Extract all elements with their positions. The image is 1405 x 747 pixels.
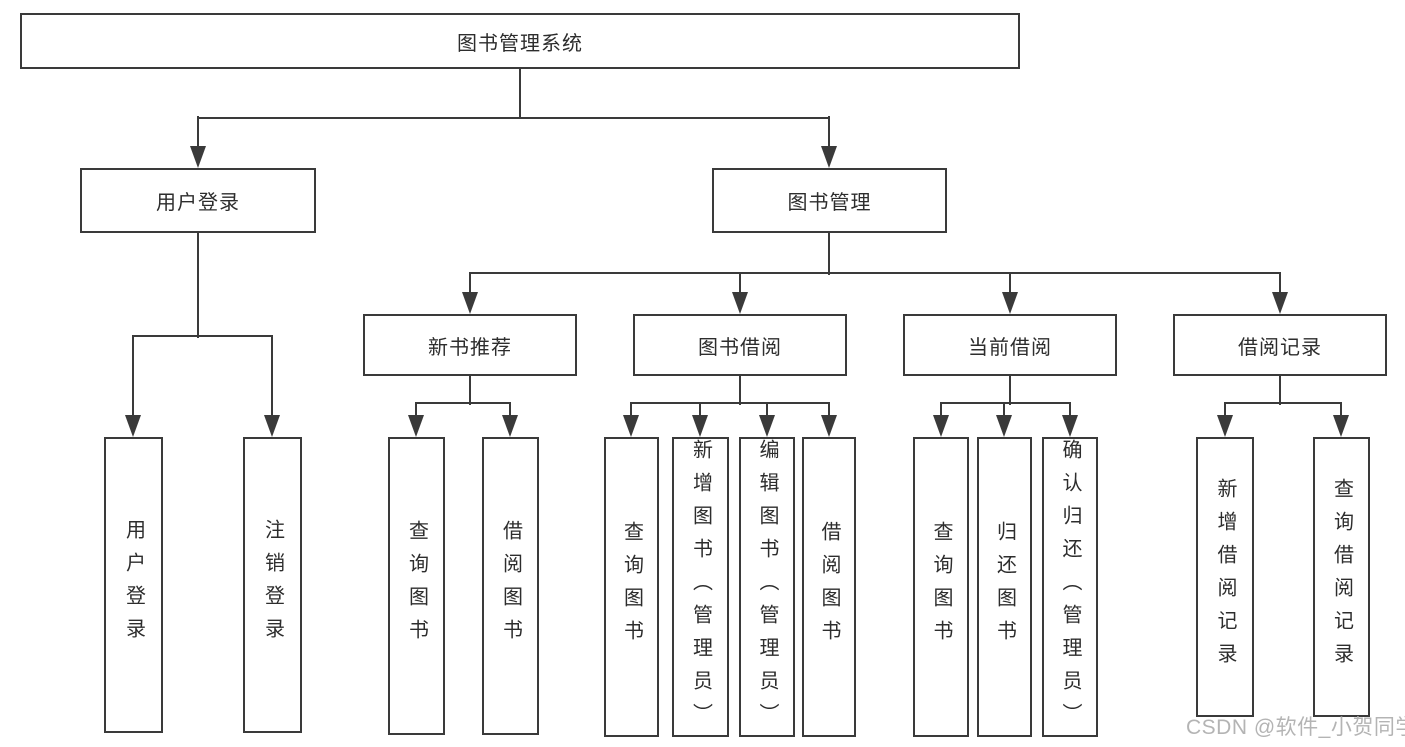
node-user-login: 用户登录 xyxy=(80,168,316,233)
node-root: 图书管理系统 xyxy=(20,13,1020,69)
node-leaf-cb-query-books: 查询图书 xyxy=(913,437,969,737)
arrowhead-icon xyxy=(996,415,1012,437)
node-leaf-user-login-label: 用户登录 xyxy=(122,519,145,651)
edge-new-book-rec-to-children xyxy=(415,375,511,419)
watermark-text: CSDN @软件_小贺同学 xyxy=(1186,716,1405,739)
node-leaf-bb-borrow-books-label: 借阅图书 xyxy=(818,521,840,653)
node-leaf-logout-label: 注销登录 xyxy=(261,519,284,651)
edge-root-to-level2 xyxy=(197,68,830,150)
node-leaf-cb-confirm-return-admin-label: 确认归还（管理员） xyxy=(1059,438,1081,736)
arrowhead-icon xyxy=(408,415,424,437)
arrowhead-icon xyxy=(125,415,141,437)
node-leaf-cb-query-books-label: 查询图书 xyxy=(930,521,952,653)
edge-user-login-to-children xyxy=(132,232,273,419)
node-root-label: 图书管理系统 xyxy=(457,32,583,55)
node-leaf-cb-confirm-return-admin: 确认归还（管理员） xyxy=(1042,437,1098,737)
node-book-mgmt-label: 图书管理 xyxy=(787,192,872,214)
edge-book-borrow-to-children xyxy=(630,375,830,419)
node-user-login-label: 用户登录 xyxy=(156,192,240,214)
arrowhead-icon xyxy=(462,292,478,314)
node-leaf-br-query-record-label: 查询借阅记录 xyxy=(1330,478,1353,676)
node-borrow-records: 借阅记录 xyxy=(1173,314,1387,376)
arrowhead-icon xyxy=(1333,415,1349,437)
node-borrow-records-label: 借阅记录 xyxy=(1238,336,1322,359)
arrowhead-icon xyxy=(1217,415,1233,437)
arrowhead-icon xyxy=(190,146,206,168)
node-leaf-nb-query-books: 查询图书 xyxy=(388,437,445,735)
node-leaf-user-login: 用户登录 xyxy=(104,437,163,733)
node-leaf-logout: 注销登录 xyxy=(243,437,302,733)
arrowhead-icon xyxy=(692,415,708,437)
node-leaf-br-add-record-label: 新增借阅记录 xyxy=(1214,478,1236,676)
node-current-borrow: 当前借阅 xyxy=(903,314,1117,376)
node-leaf-nb-borrow-books-label: 借阅图书 xyxy=(499,520,522,652)
arrowhead-icon xyxy=(821,146,837,168)
node-leaf-bb-add-books-admin: 新增图书（管理员） xyxy=(672,437,729,737)
node-leaf-cb-return-books-label: 归还图书 xyxy=(993,521,1016,653)
node-leaf-bb-edit-books-admin-label: 编辑图书（管理员） xyxy=(756,438,778,736)
node-book-mgmt: 图书管理 xyxy=(712,168,947,233)
arrowhead-icon xyxy=(821,415,837,437)
node-current-borrow-label: 当前借阅 xyxy=(968,336,1052,359)
node-new-book-rec: 新书推荐 xyxy=(363,314,577,376)
arrowhead-icon xyxy=(264,415,280,437)
arrowhead-icon xyxy=(1272,292,1288,314)
node-leaf-br-add-record: 新增借阅记录 xyxy=(1196,437,1254,717)
edge-current-borrow-to-children xyxy=(940,375,1071,419)
edge-borrow-records-to-children xyxy=(1224,375,1342,419)
arrowhead-icon xyxy=(1002,292,1018,314)
node-leaf-nb-borrow-books: 借阅图书 xyxy=(482,437,539,735)
node-leaf-nb-query-books-label: 查询图书 xyxy=(405,520,428,652)
node-leaf-bb-query-books-label: 查询图书 xyxy=(620,521,643,653)
node-new-book-rec-label: 新书推荐 xyxy=(428,336,512,359)
node-leaf-bb-edit-books-admin: 编辑图书（管理员） xyxy=(739,437,795,737)
node-book-borrow-label: 图书借阅 xyxy=(698,336,782,359)
arrowhead-icon xyxy=(759,415,775,437)
arrowhead-icon xyxy=(1062,415,1078,437)
node-leaf-br-query-record: 查询借阅记录 xyxy=(1313,437,1370,717)
arrowhead-icon xyxy=(933,415,949,437)
arrowhead-icon xyxy=(502,415,518,437)
node-leaf-bb-add-books-admin-label: 新增图书（管理员） xyxy=(689,438,712,736)
node-leaf-bb-borrow-books: 借阅图书 xyxy=(802,437,856,737)
node-book-borrow: 图书借阅 xyxy=(633,314,847,376)
arrowhead-icon xyxy=(623,415,639,437)
node-leaf-cb-return-books: 归还图书 xyxy=(977,437,1032,737)
edge-book-mgmt-to-children xyxy=(469,232,1281,296)
node-leaf-bb-query-books: 查询图书 xyxy=(604,437,659,737)
arrowhead-icon xyxy=(732,292,748,314)
